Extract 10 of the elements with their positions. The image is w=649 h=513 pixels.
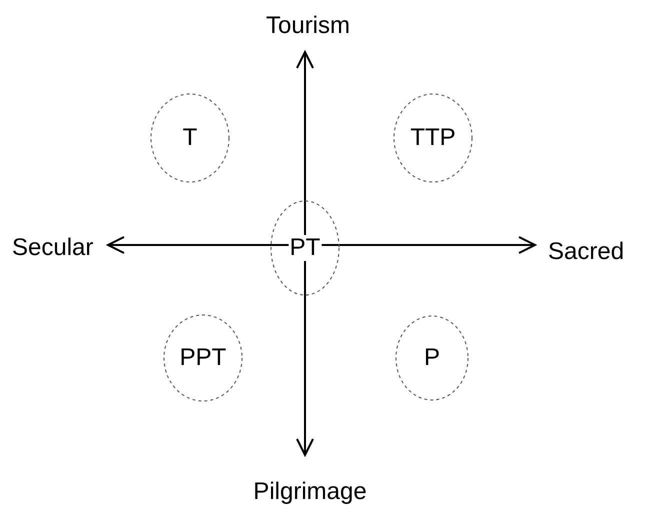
dashed-ellipse [393, 93, 473, 183]
dashed-ellipse [395, 315, 469, 401]
dashed-ellipse [150, 93, 230, 183]
axis-label: Sacred [548, 238, 624, 266]
axis-label: Secular [12, 234, 94, 262]
quadrant-label: PT [288, 235, 322, 261]
axis-label: Pilgrimage [253, 478, 367, 506]
dashed-ellipse [163, 314, 243, 402]
axis-label: Tourism [266, 12, 350, 40]
dashed-ellipse [270, 200, 340, 296]
